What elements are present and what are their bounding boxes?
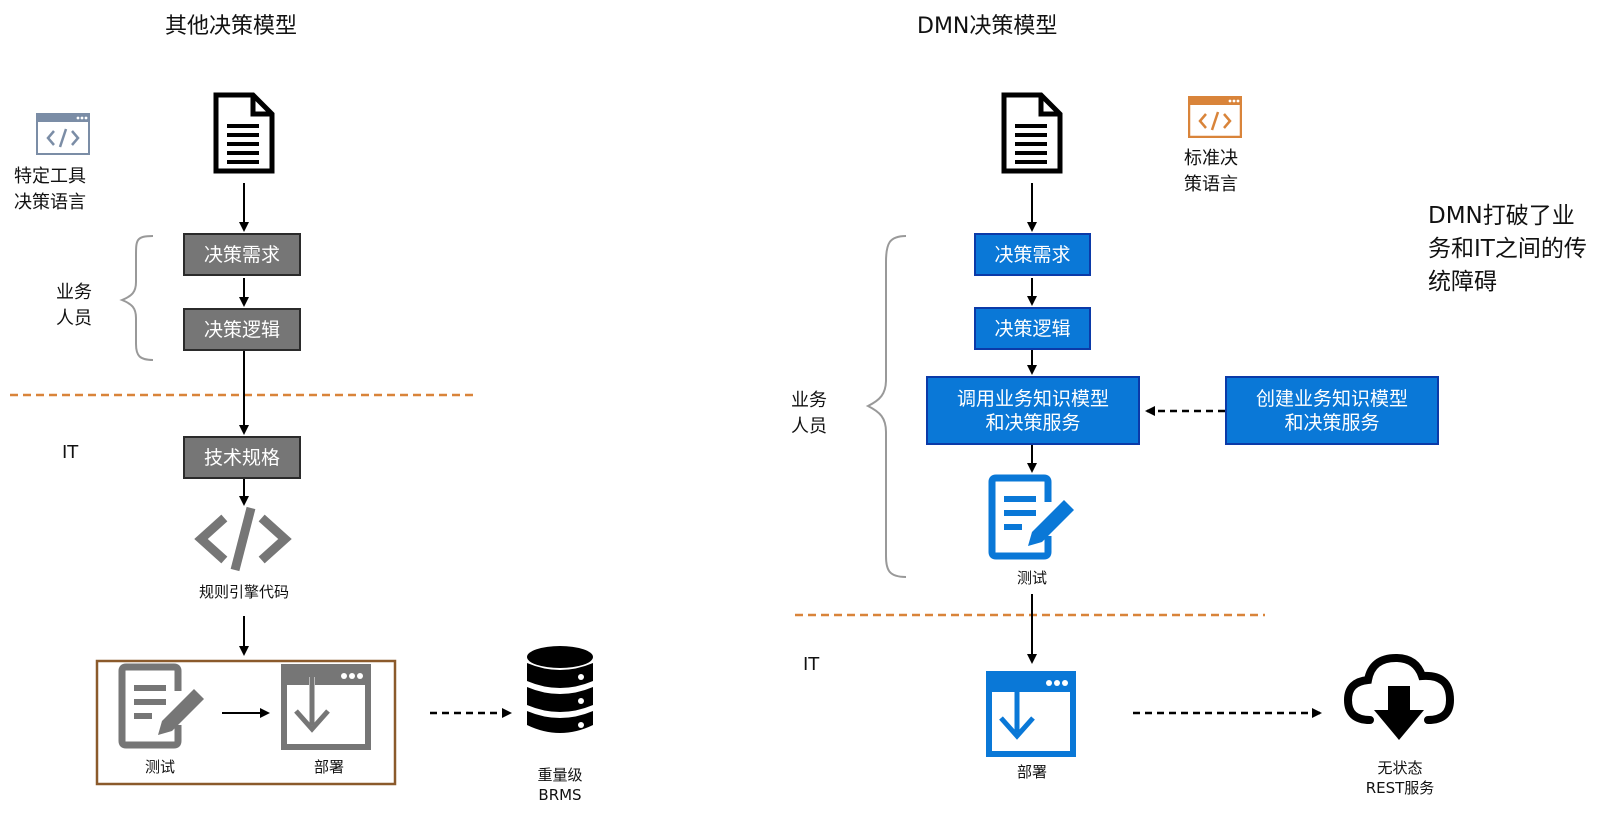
standard-language-label: 标准决 策语言 [1184, 148, 1238, 195]
left-test-label: 测试 [144, 758, 175, 776]
code-brackets-icon [193, 505, 293, 573]
left-deploy-label: 部署 [313, 758, 344, 776]
left-decision-logic-box: 决策逻辑 [183, 308, 301, 351]
edit-form-icon [988, 474, 1078, 562]
brms-label: 重量级 BRMS [537, 766, 583, 804]
rule-engine-code-label: 规则引擎代码 [198, 583, 289, 601]
deploy-window-icon [985, 670, 1077, 758]
code-window-icon [36, 113, 90, 155]
tool-language-label: 特定工具 决策语言 [14, 166, 86, 213]
right-bracket [865, 235, 907, 578]
left-tech-spec-box: 技术规格 [183, 436, 301, 479]
edit-form-icon [118, 663, 208, 751]
right-title: DMN决策模型 [917, 14, 1058, 39]
deploy-window-icon [280, 663, 372, 751]
document-icon [213, 92, 275, 174]
rest-service-label: 无状态 REST服务 [1365, 759, 1435, 797]
left-title: 其他决策模型 [165, 14, 298, 39]
document-icon [1001, 92, 1063, 174]
dmn-note: DMN打破了业 务和IT之间的传 统障碍 [1428, 203, 1587, 295]
right-business-people-label: 业务 人员 [791, 390, 827, 437]
left-bracket [119, 235, 154, 361]
code-window-icon [1187, 95, 1243, 139]
left-decision-requirement-box: 决策需求 [183, 233, 301, 276]
right-decision-logic-box: 决策逻辑 [974, 307, 1091, 350]
invoke-knowledge-model-box: 调用业务知识模型 和决策服务 [926, 376, 1140, 445]
database-icon [525, 645, 595, 737]
right-test-label: 测试 [1016, 569, 1047, 587]
create-knowledge-model-box: 创建业务知识模型 和决策服务 [1225, 376, 1439, 445]
test-deploy-frame [95, 659, 397, 786]
right-deploy-label: 部署 [1016, 763, 1047, 781]
right-it-label: IT [803, 654, 820, 675]
left-business-people-label: 业务 人员 [56, 282, 92, 329]
right-decision-requirement-box: 决策需求 [974, 233, 1091, 276]
cloud-download-icon [1340, 650, 1458, 742]
left-it-label: IT [62, 442, 79, 463]
